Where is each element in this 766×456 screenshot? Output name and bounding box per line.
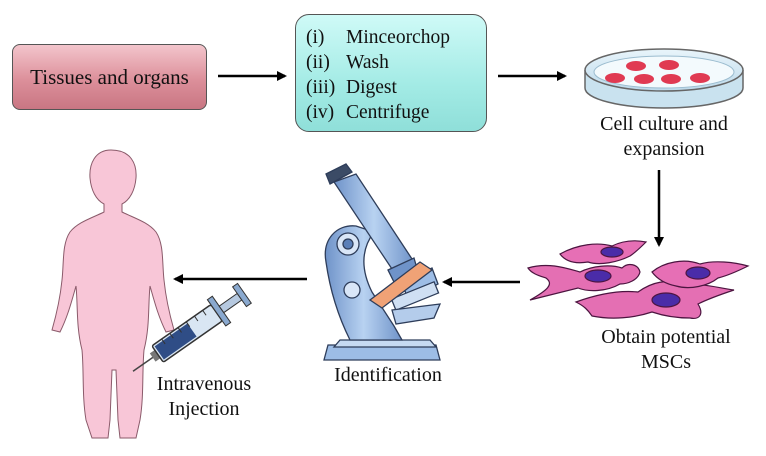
msc-cells-icon xyxy=(527,240,750,319)
syringe-icon xyxy=(132,282,253,372)
msc-label: Obtain potential MSCs xyxy=(601,326,731,373)
microscope-icon xyxy=(323,163,442,361)
petri-dish-icon xyxy=(584,48,744,109)
identification-label: Identification xyxy=(334,364,442,386)
process-steps-box: (i)Minceorchop (ii)Wash (iii)Digest (iv)… xyxy=(295,14,487,132)
step-item: (iii)Digest xyxy=(306,77,397,98)
flow-arrows xyxy=(173,71,664,287)
human-body-icon xyxy=(51,149,175,439)
step-item: (i)Minceorchop xyxy=(306,27,450,48)
culture-label: Cell culture and expansion xyxy=(600,113,728,160)
tissues-and-organs-box: Tissues and organs xyxy=(12,44,207,110)
tissues-label: Tissues and organs xyxy=(30,64,189,89)
injection-label: Intravenous Injection xyxy=(156,373,252,420)
step-item: (ii)Wash xyxy=(306,52,389,73)
step-item: (iv)Centrifuge xyxy=(306,102,430,123)
